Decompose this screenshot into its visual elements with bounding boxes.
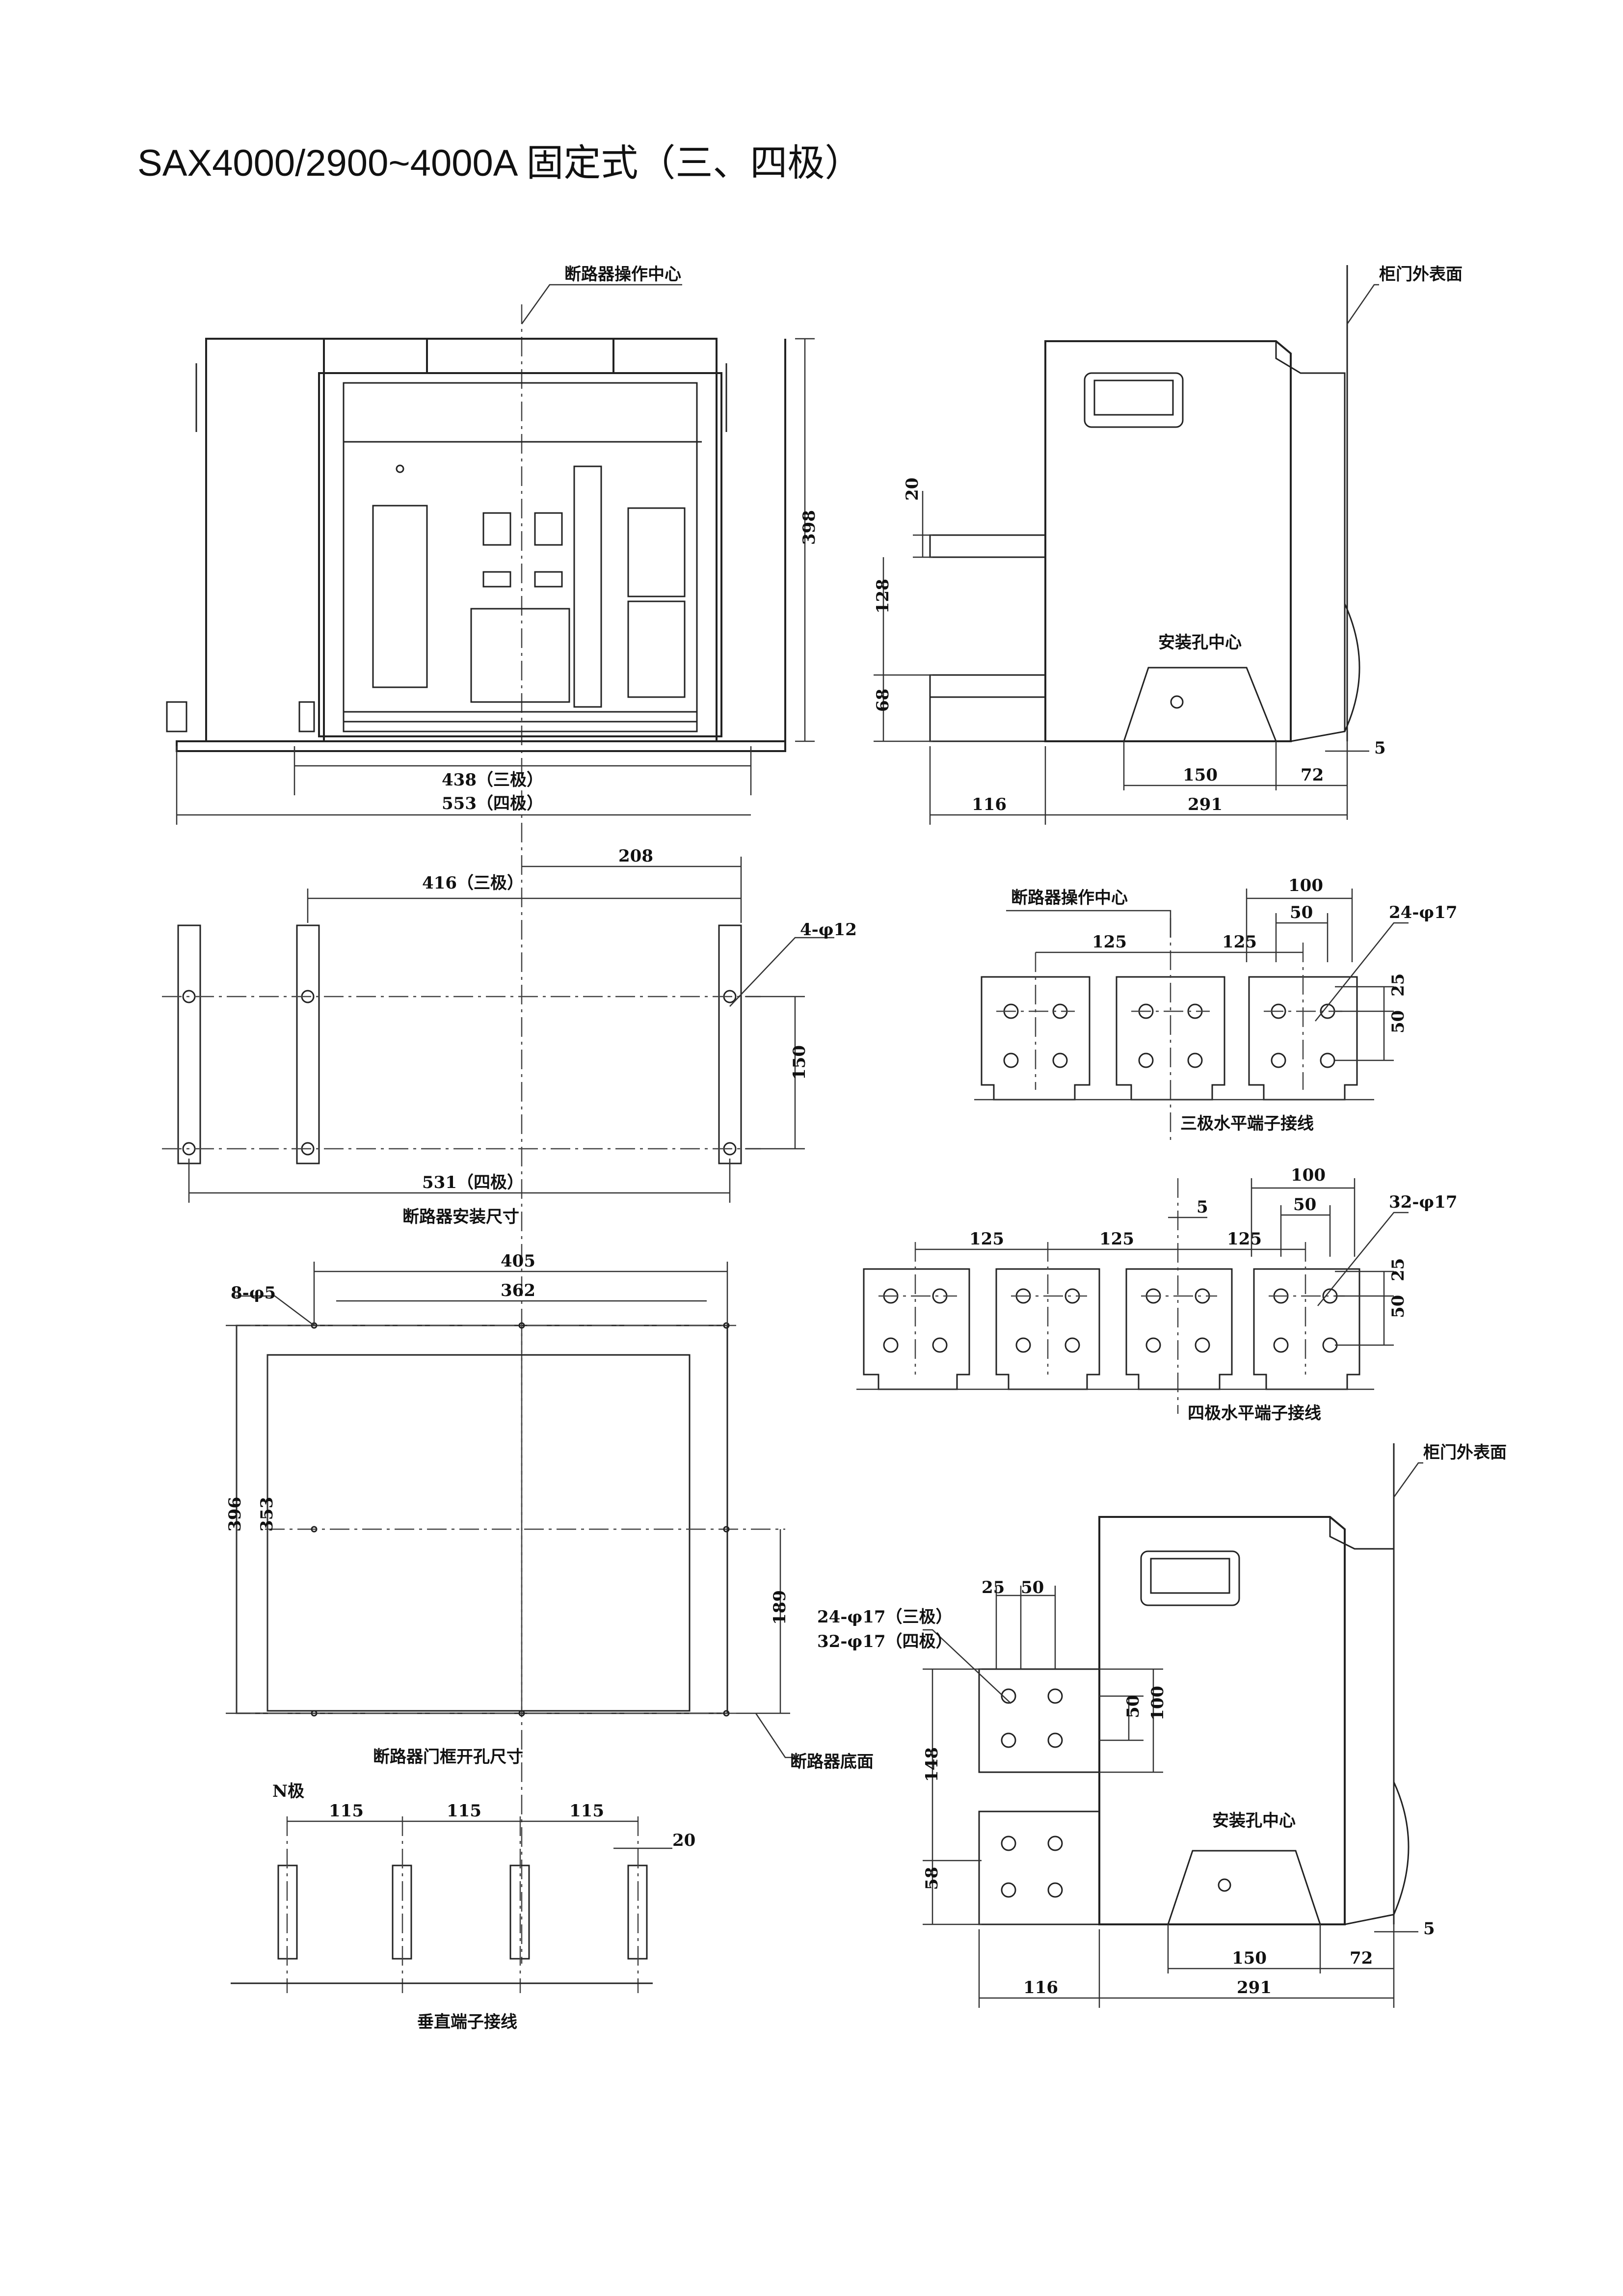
four-pole-terminals: 125 125 125 5 100 50 32-φ17 25 50 四极水平端子… [856,1165,1458,1423]
door-dim-189: 189 [770,1590,790,1625]
mount-holes: 4-φ12 [800,920,857,940]
t4-dim-25: 25 [1388,1258,1408,1281]
label-mount-center-2: 安装孔中心 [1212,1811,1296,1831]
label-cabinet-surface: 柜门外表面 [1379,265,1463,284]
s2-dim-72: 72 [1350,1948,1373,1968]
page-title: SAX4000/2900~4000A 固定式（三、四极） [137,142,862,184]
s2-holes4: 32-φ17（四极） [817,1632,953,1651]
side-dim-72: 72 [1301,765,1324,785]
t4-dim-125a: 125 [969,1229,1004,1249]
front-dim-438: 438（三极） [442,770,543,790]
side-view-2: 柜门外表面 25 50 24-φ17（三极） 32-φ17（四极） 50 100… [817,1443,1507,2008]
vert-dim-115a: 115 [329,1801,364,1821]
s2-dim-150: 150 [1232,1948,1267,1968]
t4-dim-100: 100 [1291,1165,1326,1185]
t3-dim-125a: 125 [1092,932,1127,952]
s2-holes3: 24-φ17（三极） [817,1607,953,1627]
t4-dim-5: 5 [1197,1197,1208,1217]
t3-dim-50v: 50 [1388,1010,1408,1033]
side-dim-5: 5 [1374,738,1386,758]
t3-dim-50: 50 [1290,903,1313,922]
s2-dim-5: 5 [1423,1919,1435,1939]
three-pole-terminals: 125 125 100 50 24-φ17 25 50 断路器操作中心 三极水平… [974,876,1458,1144]
label-vertical-terminal: 垂直端子接线 [417,2012,517,2032]
side-view: 柜门外表面 安装孔中心 150 72 5 116 291 20 128 68 [873,265,1463,825]
vert-dim-20: 20 [672,1831,695,1850]
door-dim-353: 353 [257,1497,277,1532]
t3-dim-25: 25 [1388,973,1408,997]
label-cabinet-surface-2: 柜门外表面 [1423,1443,1507,1462]
t4-dim-50: 50 [1293,1195,1316,1215]
s2-dim-50: 50 [1021,1578,1044,1597]
side-dim-150: 150 [1183,765,1218,785]
door-cutout: 405 362 8-φ5 396 353 189 断路器底面 断路器门框开孔尺寸 [225,1251,874,1772]
t3-holes: 24-φ17 [1389,903,1458,922]
label-op-center: 断路器操作中心 [564,265,681,284]
label-bottom-face: 断路器底面 [790,1752,874,1772]
mount-dim-150: 150 [790,1045,809,1080]
door-dim-405: 405 [501,1251,535,1271]
mount-dim-531: 531（四极） [422,1173,524,1192]
s2-dim-58: 58 [922,1867,942,1890]
t4-dim-125b: 125 [1099,1229,1134,1249]
vert-dim-115c: 115 [569,1801,604,1821]
t4-dim-125c: 125 [1227,1229,1262,1249]
s2-dim-50v: 50 [1123,1695,1143,1718]
label-n-pole: N极 [272,1782,304,1801]
front-dim-553: 553（四极） [442,794,543,813]
t3-dim-125b: 125 [1222,932,1257,952]
door-dim-362: 362 [501,1281,535,1300]
t4-holes: 32-φ17 [1389,1192,1458,1212]
s2-dim-291: 291 [1237,1978,1272,1998]
s2-dim-25: 25 [982,1578,1005,1597]
label-op-center-2: 断路器操作中心 [1011,888,1128,908]
label-four-pole-terminal: 四极水平端子接线 [1188,1404,1321,1423]
s2-dim-148: 148 [922,1747,942,1782]
mounting-view: 208 416（三极） 4-φ12 150 531（四极） 断路器安装尺寸 [162,846,857,1227]
t3-dim-100: 100 [1288,876,1323,895]
door-dim-396: 396 [225,1497,245,1532]
t4-dim-50v: 50 [1388,1295,1408,1318]
label-three-pole-terminal: 三极水平端子接线 [1180,1114,1314,1134]
vert-dim-115b: 115 [447,1801,481,1821]
label-door-cutout: 断路器门框开孔尺寸 [373,1747,523,1767]
side-dim-116: 116 [972,795,1007,814]
mount-dim-416: 416（三极） [422,873,524,893]
label-install-size: 断路器安装尺寸 [402,1207,519,1227]
label-mount-center: 安装孔中心 [1158,633,1242,652]
vertical-terminals: 115 115 115 20 N极 垂直端子接线 [231,1782,695,2032]
side-dim-291: 291 [1188,795,1223,814]
front-dim-398: 398 [799,510,819,545]
side-dim-68: 68 [873,689,893,712]
door-holes: 8-φ5 [231,1283,276,1303]
side-dim-20: 20 [903,478,922,501]
front-view: 438（三极） 553（四极） 398 断路器操作中心 [166,265,819,1964]
s2-dim-100: 100 [1148,1686,1168,1721]
mount-dim-208: 208 [618,846,653,866]
s2-dim-116: 116 [1023,1978,1058,1998]
side-dim-128: 128 [873,579,893,614]
